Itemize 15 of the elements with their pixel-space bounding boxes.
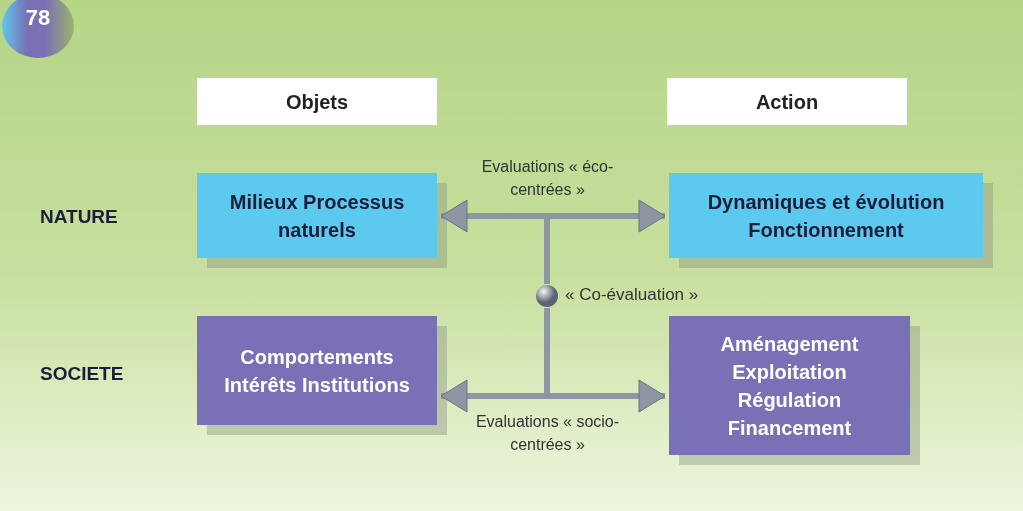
circle-node [535, 284, 559, 308]
row-label: NATURE [40, 205, 119, 229]
process-box: Dynamiques et évolution Fonctionnement [669, 173, 983, 258]
column-header: Action [667, 78, 907, 125]
arrow [544, 199, 666, 284]
row-label: SOCIETE [40, 362, 125, 386]
edge-caption: Evaluations « éco-centrées » [480, 157, 615, 201]
process-box: Aménagement Exploitation Régulation Financement [669, 316, 910, 455]
process-box: Milieux Processus naturels [197, 173, 437, 258]
edge-caption: Evaluations « socio-centrées » [474, 412, 621, 456]
page-number-badge: 78 [2, 0, 74, 58]
column-header: Objets [197, 78, 437, 125]
process-box: Comportements Intérêts Institutions [197, 316, 437, 425]
node-caption: « Co-évaluation » [565, 285, 699, 305]
arrow [544, 308, 666, 413]
